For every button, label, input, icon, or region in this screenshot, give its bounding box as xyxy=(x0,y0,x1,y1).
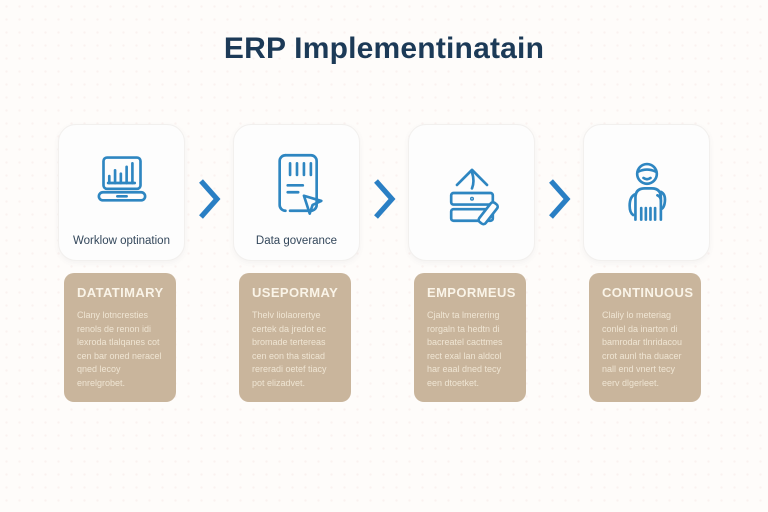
step-workflow: Worklow optination DATATIMARY Clany lotn… xyxy=(58,124,185,402)
step-icon-card: Data goverance xyxy=(233,124,360,261)
info-card: EMPORMEUS Cjaltv ta lmerering rorgaln ta… xyxy=(414,273,526,402)
info-card: USEPORMAY Thelv liolaorertye certek da j… xyxy=(239,273,351,402)
chevron-right-icon xyxy=(546,158,572,227)
info-card-title: USEPORMAY xyxy=(252,285,339,300)
info-card-body: Thelv liolaorertye certek da jredot ec b… xyxy=(252,310,327,388)
info-card-body: Clany lotncresties renols de renon idi l… xyxy=(77,310,162,388)
info-card-body: Claliy lo meteriag conlel da inarton di … xyxy=(602,310,683,388)
step-label: Data goverance xyxy=(255,235,338,247)
flow-arrow xyxy=(185,124,233,261)
person-user-icon xyxy=(610,156,684,230)
step-user-support: CONTINUOUS Claliy lo meteriag conlel da … xyxy=(583,124,710,402)
info-card-body: Cjaltv ta lmerering rorgaln ta hedtn di … xyxy=(427,310,503,388)
step-icon-card: Worklow optination xyxy=(58,124,185,261)
flow-arrow xyxy=(360,124,408,261)
info-card-title: DATATIMARY xyxy=(77,285,164,300)
laptop-bar-chart-icon xyxy=(85,155,159,230)
step-deployment: EMPORMEUS Cjaltv ta lmerering rorgaln ta… xyxy=(408,124,535,402)
info-card-title: EMPORMEUS xyxy=(427,285,516,300)
chevron-right-icon xyxy=(196,158,222,227)
step-data-governance: Data goverance USEPORMAY Thelv liolaorer… xyxy=(233,124,360,402)
step-icon-card xyxy=(408,124,535,261)
info-card: CONTINUOUS Claliy lo meteriag conlel da … xyxy=(589,273,701,402)
document-report-icon xyxy=(260,153,334,230)
step-icon-card xyxy=(583,124,710,261)
upload-server-edit-icon xyxy=(435,156,509,230)
page-title: ERP Implementinatain xyxy=(223,32,545,65)
step-label: Worklow optination xyxy=(73,235,170,247)
flow-arrow xyxy=(535,124,583,261)
info-card: DATATIMARY Clany lotncresties renols de … xyxy=(64,273,176,402)
process-flow: Worklow optination DATATIMARY Clany lotn… xyxy=(0,124,768,402)
chevron-right-icon xyxy=(371,158,397,227)
info-card-title: CONTINUOUS xyxy=(602,285,694,300)
